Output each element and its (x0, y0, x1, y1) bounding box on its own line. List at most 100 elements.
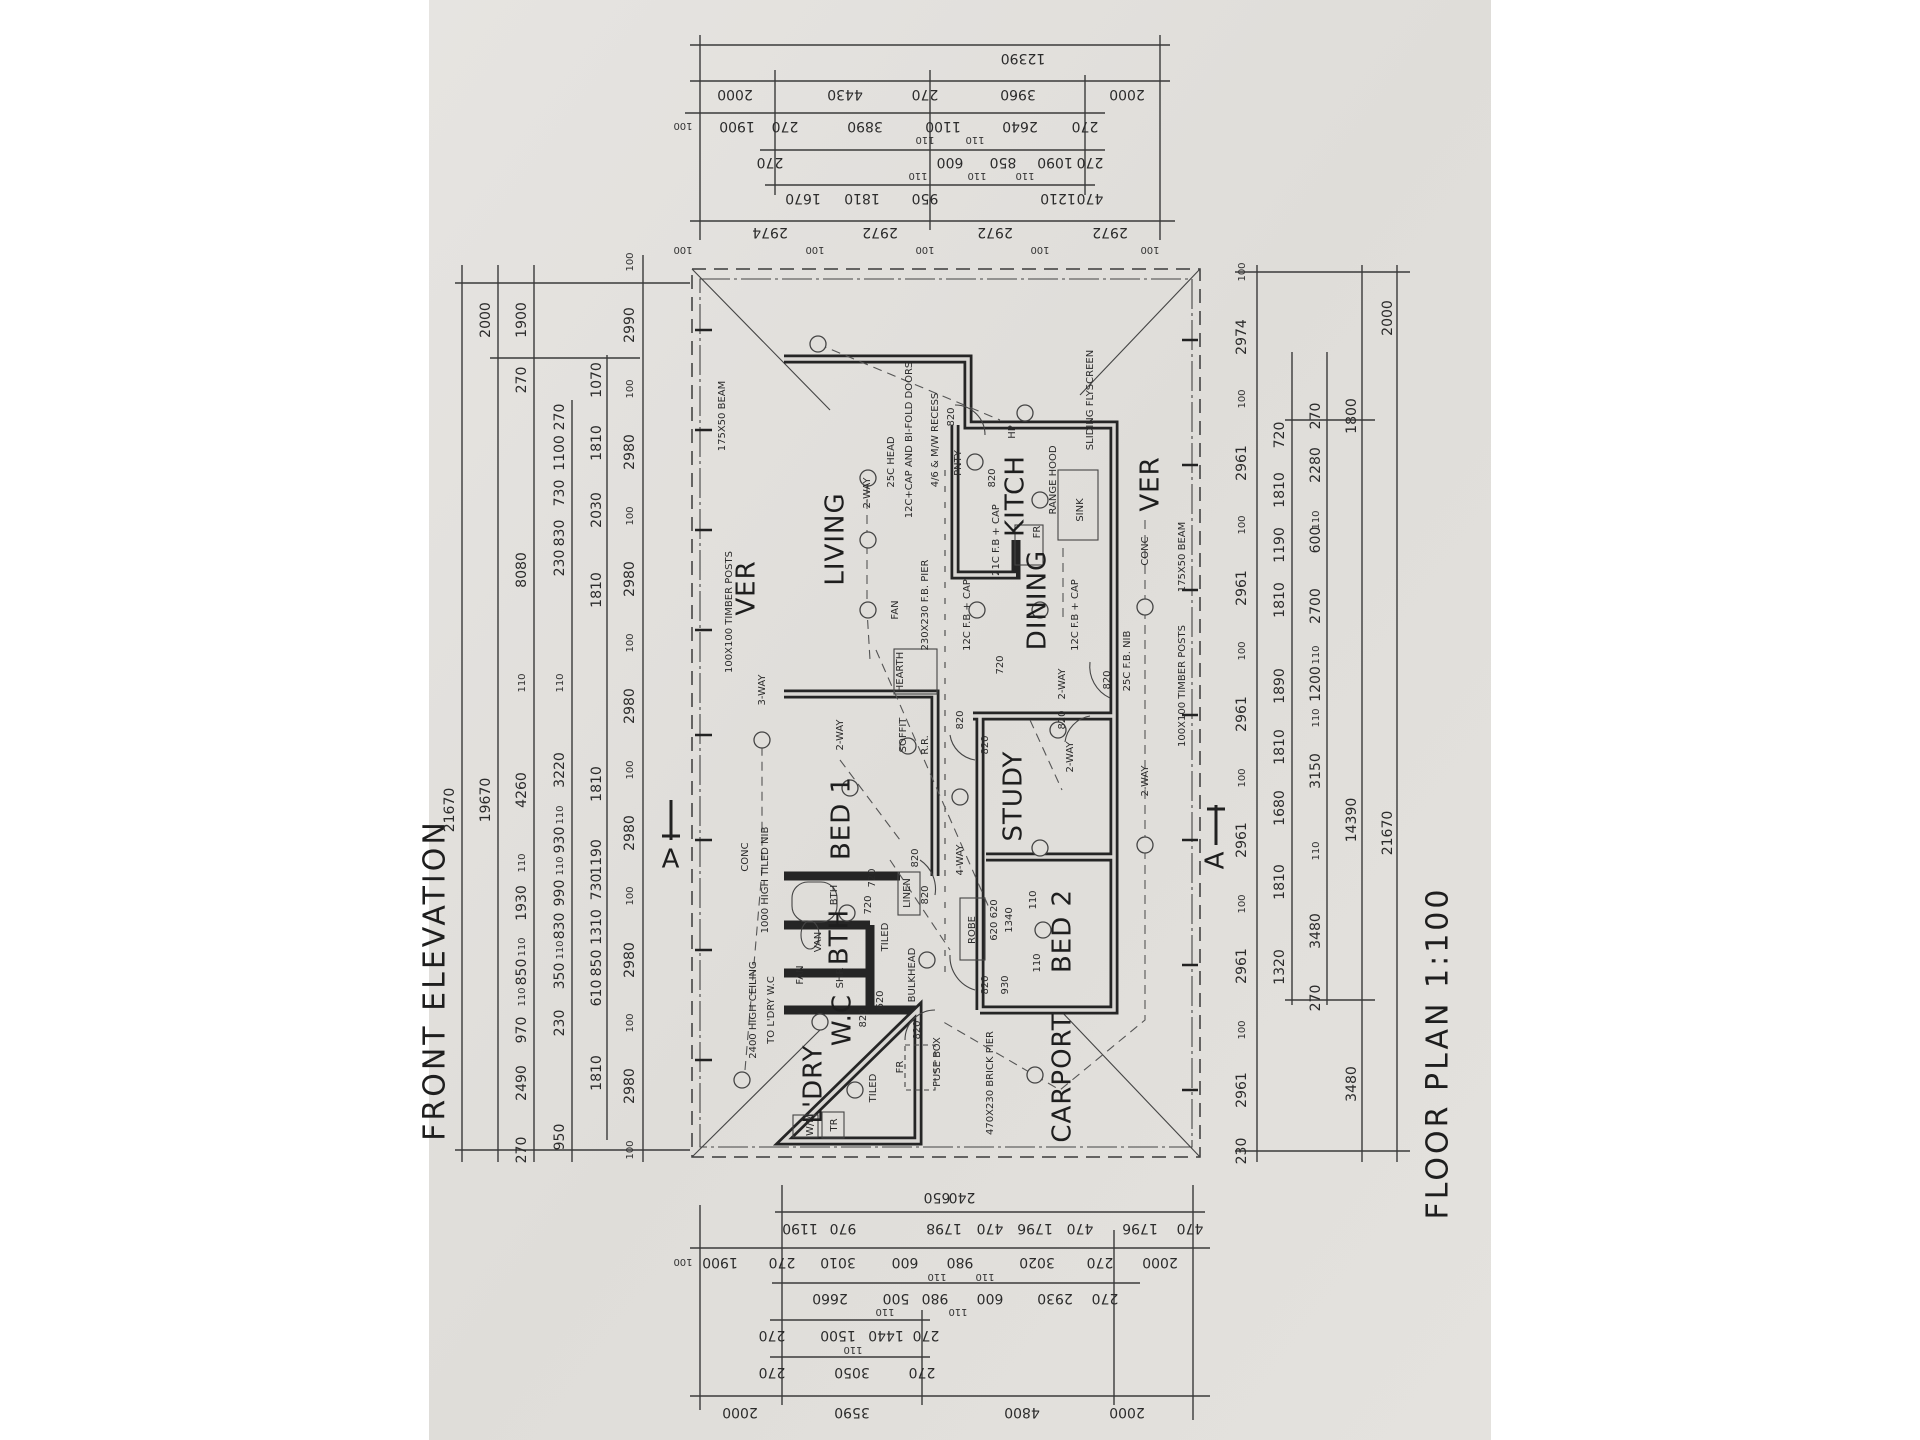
room-label-kitchen: KITCH (1001, 455, 1031, 537)
dimension-lines-bottom (690, 1185, 1210, 1420)
dimension-right: 100 (1237, 768, 1248, 787)
plan-note-posts-right: 100X100 TIMBER POSTS (1177, 625, 1188, 747)
dimension-right: 1890 (1272, 668, 1288, 704)
plan-note-fridge: FR (1032, 526, 1043, 539)
dimension-bottom: 2660 (812, 1290, 848, 1306)
plan-note-brick-pier: 470X230 BRICK PIER (985, 1031, 996, 1135)
dimension-right: 2961 (1234, 570, 1250, 606)
plan-note-tr: TR (829, 1118, 840, 1132)
dimension-right: 2961 (1234, 822, 1250, 858)
plan-note-two-way-dining: 2-WAY (1057, 668, 1068, 700)
dimension-left: 1810 (589, 425, 605, 461)
dimension-bottom: 470 (977, 1220, 1004, 1236)
room-label-study: STUDY (999, 751, 1029, 842)
dimension-bottom: 1796 (1017, 1220, 1053, 1236)
dimension-right: 1800 (1344, 398, 1360, 434)
door-swings (904, 404, 1111, 1041)
dimension-left: 100 (625, 1140, 636, 1159)
plan-note-d620-a: 620 (875, 990, 886, 1009)
dimension-bottom: 500 (883, 1290, 910, 1306)
dimension-right: 3150 (1308, 753, 1324, 789)
dimension-top: 110 (1015, 170, 1034, 181)
dimension-top: 4430 (827, 86, 863, 102)
plan-note-hearth: HEARTH (895, 652, 906, 693)
dimension-left: 2980 (622, 942, 638, 978)
dimension-bottom: 270 (909, 1364, 936, 1380)
dimension-top: 270 (1072, 118, 1099, 134)
plan-note-robe-110a: 110 (1028, 890, 1039, 909)
section-marker-right: A (1201, 851, 1231, 870)
dimension-top: 100 (673, 244, 692, 255)
plan-note-rr: R.R. (920, 735, 931, 755)
vanity-basin (800, 920, 820, 950)
dimension-right: 2961 (1234, 948, 1250, 984)
dimension-lines-left (455, 255, 690, 1162)
dimension-right: 110 (1311, 645, 1322, 664)
room-label-bed1: BED 1 (827, 776, 857, 860)
plan-note-fuse-box: FUSE BOX (932, 1037, 943, 1087)
dimension-bottom: 110 (875, 1306, 894, 1317)
dimension-top: 3960 (1000, 86, 1036, 102)
dimension-left: 730 (589, 874, 605, 901)
plan-note-d720-a: 720 (995, 655, 1006, 674)
plan-note-hp: HP (1007, 425, 1018, 439)
dimension-left: 110 (517, 987, 528, 1006)
plan-note-conc-left: CONC (740, 842, 751, 871)
dimension-bottom: 1798 (926, 1220, 962, 1236)
dimension-top: 270 (772, 118, 799, 134)
dimension-left: 990 (552, 880, 568, 907)
dimension-top: 110 (967, 170, 986, 181)
dimension-top: 3890 (847, 118, 883, 134)
dimension-top: 100 (1030, 244, 1049, 255)
dimension-top: 100 (915, 244, 934, 255)
dimension-top: 110 (908, 170, 927, 181)
dimension-bottom: 2000 (1142, 1254, 1178, 1270)
dimension-right: 1810 (1272, 582, 1288, 618)
dimension-left: 110 (555, 805, 566, 824)
dimension-right: 100 (1237, 641, 1248, 660)
dimension-top: 270 (757, 154, 784, 170)
dimension-left: 2980 (622, 561, 638, 597)
dimension-right: 2961 (1234, 445, 1250, 481)
dimension-top: 1210 (1040, 190, 1076, 206)
laundry-fridge (904, 1044, 936, 1091)
plan-note-range-hood: RANGE HOOD (1048, 445, 1059, 514)
dimension-right: 110 (1311, 708, 1322, 727)
dimension-bottom: 3050 (834, 1364, 870, 1380)
dimension-right: 1200 (1308, 666, 1324, 702)
dimension-left: 270 (514, 1137, 530, 1164)
plan-note-ceiling-note2: TO L'DRY W.C (766, 976, 777, 1045)
plan-note-bth-tub: BTH (829, 885, 840, 906)
plan-note-two-way-ver: 2-WAY (1140, 765, 1151, 797)
plan-note-d820-d: 820 (955, 710, 966, 729)
dimension-left: 930 (552, 827, 568, 854)
plan-note-d820-a: 820 (946, 407, 957, 426)
plan-note-robe-110b: 110 (1032, 953, 1043, 972)
drawing-title: FLOOR PLAN 1:100 (1421, 887, 1456, 1220)
dimension-left: 1810 (589, 766, 605, 802)
dimension-lines-right (1235, 265, 1410, 1162)
room-label-verandah_right: VER (1136, 456, 1166, 511)
dimension-left: 110 (517, 853, 528, 872)
dimension-top: 2000 (717, 86, 753, 102)
plan-note-van: VAN (813, 932, 824, 953)
dimension-bottom: 1500 (820, 1327, 856, 1343)
dimension-left: 1810 (589, 1055, 605, 1091)
dimension-bottom: 270 (759, 1327, 786, 1343)
dimension-right: 2961 (1234, 696, 1250, 732)
fridge-space (1014, 524, 1044, 566)
dimension-bottom: 470 (1067, 1220, 1094, 1236)
dimension-lines-top (685, 35, 1175, 240)
dimension-left: 350 (552, 963, 568, 990)
dimension-left: 2980 (622, 815, 638, 851)
plan-note-two-way-bed1: 2-WAY (835, 719, 846, 751)
plan-note-two-way-living: 2-WAY (862, 477, 873, 509)
plan-note-d820-e: 820 (1057, 710, 1068, 729)
house-walls (772, 354, 1119, 1146)
dimension-bottom: 110 (927, 1271, 946, 1282)
dimension-top: 110 (915, 134, 934, 145)
dimension-left: 4260 (514, 772, 530, 808)
bathtub (791, 881, 838, 923)
dimension-right: 2961 (1234, 1072, 1250, 1108)
